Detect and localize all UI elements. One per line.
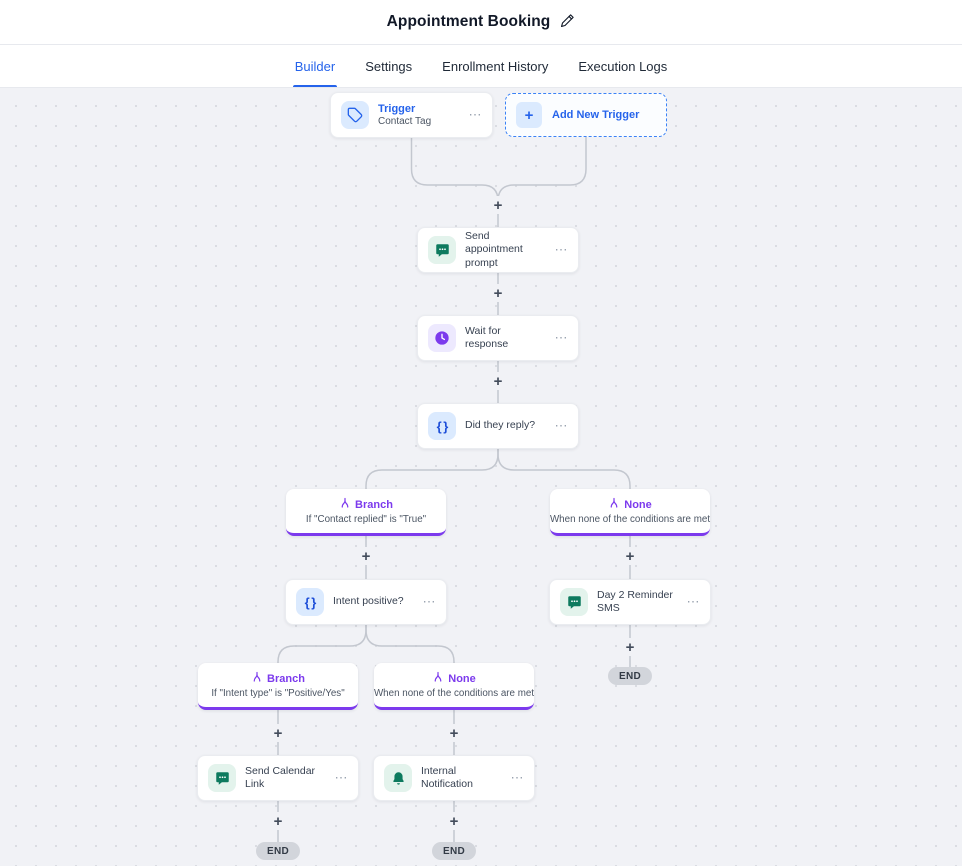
node-menu-icon[interactable]: ⋯ <box>422 594 436 609</box>
trigger-node[interactable]: Trigger Contact Tag ⋯ <box>330 92 493 138</box>
node-label: Wait for response <box>465 324 509 350</box>
node-intent-positive[interactable]: { } Intent positive? ⋯ <box>285 579 447 625</box>
plus-icon: + <box>516 102 542 128</box>
sms-icon <box>208 764 236 792</box>
tab-settings[interactable]: Settings <box>365 45 412 87</box>
branch-condition: When none of the conditions are met <box>549 514 711 525</box>
node-label: Did they reply? <box>465 419 536 432</box>
node-send-calendar-link[interactable]: Send Calendar Link ⋯ <box>197 755 359 801</box>
end-badge: END <box>431 842 477 860</box>
add-step-button[interactable]: + <box>269 812 287 830</box>
add-step-button[interactable]: + <box>445 812 463 830</box>
sms-icon <box>560 588 588 616</box>
end-badge: END <box>607 667 653 685</box>
branch-title-text: Branch <box>355 498 393 511</box>
edit-title-button[interactable] <box>560 13 575 31</box>
branch-fork-icon <box>432 671 444 686</box>
node-menu-icon[interactable]: ⋯ <box>554 242 568 257</box>
branch-title-text: Branch <box>267 672 305 685</box>
add-step-button[interactable]: + <box>445 724 463 742</box>
trigger-title: Trigger <box>378 103 416 115</box>
clock-icon <box>428 324 456 352</box>
branch-condition: If "Contact replied" is "True" <box>305 514 427 525</box>
node-label: Send Calendar Link <box>245 764 316 790</box>
node-label: Send appointment prompt <box>465 230 523 269</box>
trigger-subtitle: Contact Tag <box>378 116 432 127</box>
tag-icon <box>341 101 369 129</box>
branch-title-text: None <box>624 498 652 511</box>
bell-icon <box>384 764 412 792</box>
trigger-menu-icon[interactable]: ⋯ <box>468 107 482 122</box>
add-trigger-label: Add New Trigger <box>552 109 640 121</box>
add-step-button[interactable]: + <box>357 547 375 565</box>
branch-condition: If "Intent type" is "Positive/Yes" <box>211 688 345 699</box>
titlebar: Appointment Booking <box>0 0 962 45</box>
node-send-appointment-prompt[interactable]: Send appointment prompt ⋯ <box>417 227 579 273</box>
node-label: Intent positive? <box>333 595 404 608</box>
node-label: Day 2 Reminder SMS <box>597 588 673 614</box>
node-label: Internal Notification <box>421 764 473 790</box>
branch-title-text: None <box>448 672 476 685</box>
node-did-they-reply[interactable]: { } Did they reply? ⋯ <box>417 403 579 449</box>
add-step-button[interactable]: + <box>269 724 287 742</box>
add-step-button[interactable]: + <box>621 547 639 565</box>
tab-builder[interactable]: Builder <box>292 45 338 87</box>
workflow-canvas[interactable]: Trigger Contact Tag ⋯ + Add New Trigger … <box>0 88 962 866</box>
connector-lines <box>277 136 631 843</box>
node-internal-notification[interactable]: Internal Notification ⋯ <box>373 755 535 801</box>
tab-enrollment-history[interactable]: Enrollment History <box>442 45 548 87</box>
sms-icon <box>428 236 456 264</box>
node-menu-icon[interactable]: ⋯ <box>510 770 524 785</box>
page-title: Appointment Booking <box>386 13 551 30</box>
branch-node-contact-replied[interactable]: Branch If "Contact replied" is "True" <box>286 489 446 536</box>
node-day2-reminder-sms[interactable]: Day 2 Reminder SMS ⋯ <box>549 579 711 625</box>
add-new-trigger-button[interactable]: + Add New Trigger <box>505 93 667 137</box>
branch-fork-icon <box>339 497 351 512</box>
none-node-contact-replied[interactable]: None When none of the conditions are met <box>550 489 710 536</box>
node-menu-icon[interactable]: ⋯ <box>334 770 348 785</box>
curly-braces-icon: { } <box>428 412 456 440</box>
node-menu-icon[interactable]: ⋯ <box>686 594 700 609</box>
end-badge: END <box>255 842 301 860</box>
tabbar: Builder Settings Enrollment History Exec… <box>0 45 962 88</box>
add-step-button[interactable]: + <box>489 372 507 390</box>
none-node-intent-type[interactable]: None When none of the conditions are met <box>374 663 534 710</box>
branch-condition: When none of the conditions are met <box>373 688 535 699</box>
add-step-button[interactable]: + <box>621 638 639 656</box>
node-menu-icon[interactable]: ⋯ <box>554 418 568 433</box>
add-step-button[interactable]: + <box>489 196 507 214</box>
node-menu-icon[interactable]: ⋯ <box>554 330 568 345</box>
pencil-icon <box>560 13 575 31</box>
branch-fork-icon <box>251 671 263 686</box>
branch-node-intent-type[interactable]: Branch If "Intent type" is "Positive/Yes… <box>198 663 358 710</box>
add-step-button[interactable]: + <box>489 284 507 302</box>
node-wait-for-response[interactable]: Wait for response ⋯ <box>417 315 579 361</box>
branch-fork-icon <box>608 497 620 512</box>
tab-execution-logs[interactable]: Execution Logs <box>578 45 667 87</box>
curly-braces-icon: { } <box>296 588 324 616</box>
